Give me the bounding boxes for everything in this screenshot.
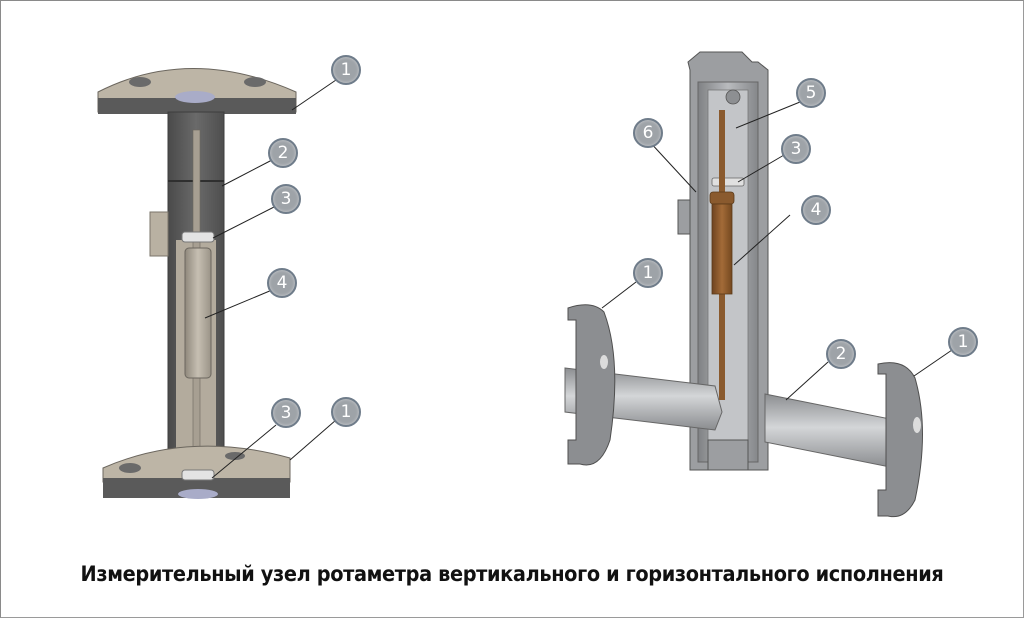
callout-horizontal-1-left: 1 xyxy=(633,258,663,288)
callout-vertical-2: 2 xyxy=(268,138,298,168)
callout-horizontal-3: 3 xyxy=(781,134,811,164)
vertical-rotameter xyxy=(97,68,337,499)
bottom-flange xyxy=(102,445,291,499)
callout-vertical-1-top: 1 xyxy=(331,55,361,85)
callout-vertical-1-bottom: 1 xyxy=(331,397,361,427)
horizontal-rotameter xyxy=(564,51,953,518)
callout-horizontal-2: 2 xyxy=(826,339,856,369)
callout-vertical-3-bottom: 3 xyxy=(271,398,301,428)
callout-vertical-3-top: 3 xyxy=(271,184,301,214)
callout-horizontal-5: 5 xyxy=(796,78,826,108)
callout-horizontal-4: 4 xyxy=(801,195,831,225)
top-flange xyxy=(97,68,297,114)
callout-horizontal-1-right: 1 xyxy=(948,327,978,357)
callout-horizontal-6: 6 xyxy=(633,118,663,148)
figure-caption: Измерительный узел ротаметра вертикально… xyxy=(80,562,944,586)
callout-vertical-4: 4 xyxy=(267,268,297,298)
